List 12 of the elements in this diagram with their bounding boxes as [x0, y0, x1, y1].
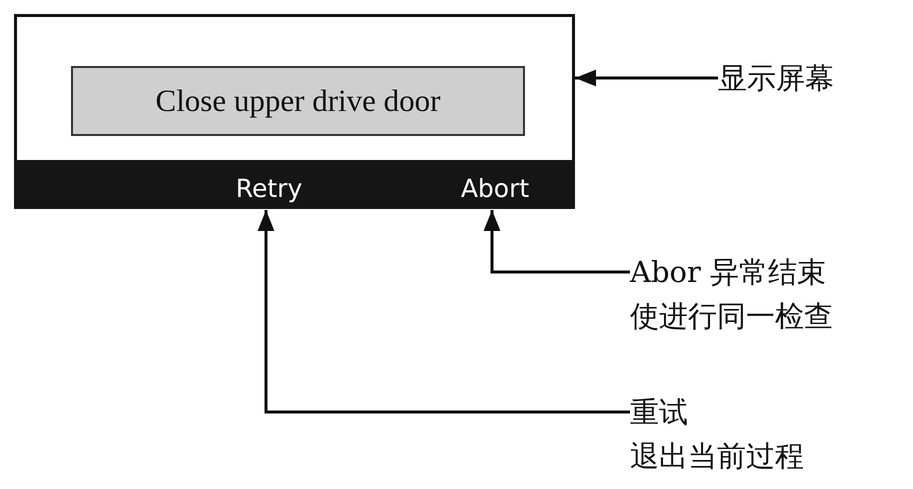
annotation-text: 重试: [630, 394, 688, 431]
annotation-text: Abor 异常结束: [630, 254, 826, 291]
arrow: [258, 210, 630, 414]
arrow: [484, 210, 630, 274]
softkey-label: Abort: [460, 174, 530, 202]
annotation-text: 显示屏幕: [718, 60, 834, 97]
softkey-label: Retry: [236, 174, 302, 202]
arrow: [575, 70, 718, 86]
display-panel: [14, 14, 575, 209]
annotation-text: 退出当前过程: [630, 438, 804, 475]
annotation-text: 使进行同一检查: [630, 298, 833, 335]
display-screen: Close upper drive door: [71, 66, 525, 136]
